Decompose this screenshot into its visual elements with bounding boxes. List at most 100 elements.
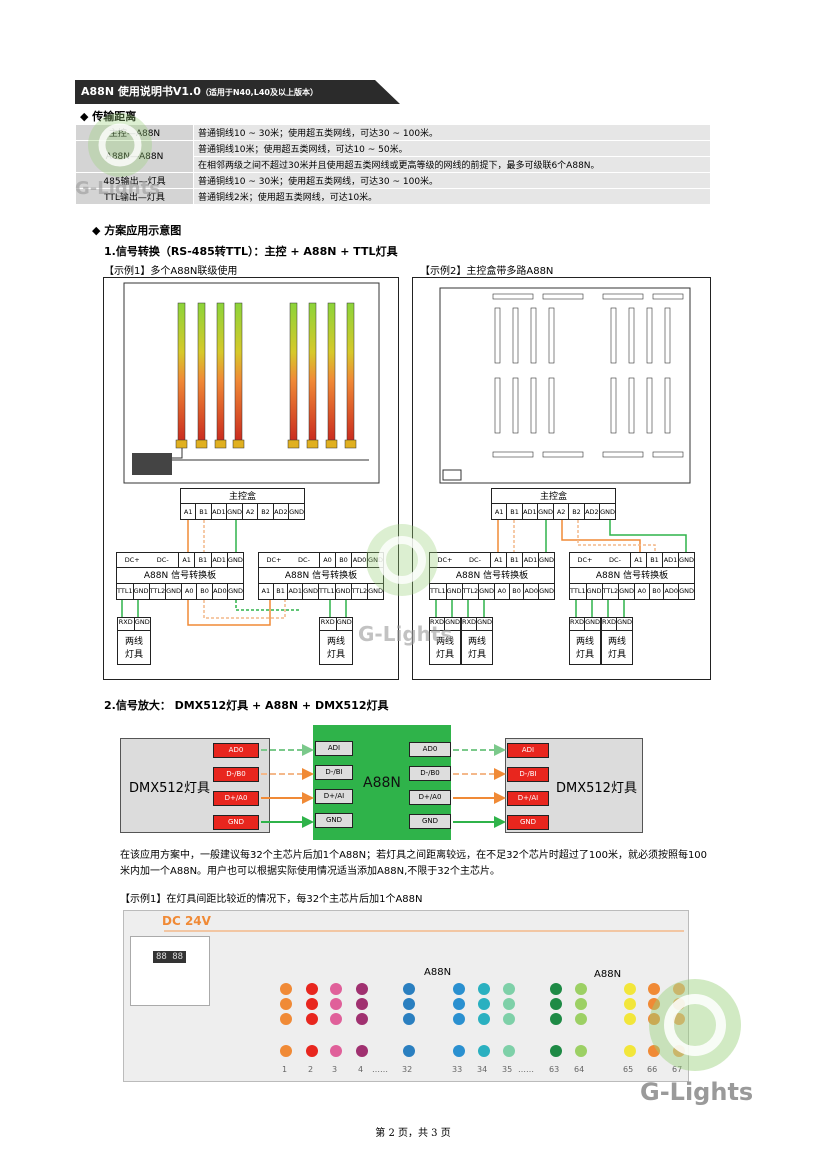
pin-label: GND (538, 504, 554, 520)
watermark-logo (88, 113, 152, 177)
pin-label: A1 (178, 553, 194, 567)
pin-label: GND (336, 618, 352, 626)
pin-label: GND (619, 584, 635, 599)
watermark-text: G-Lights (75, 178, 160, 199)
pin-label: AD1 (523, 504, 539, 520)
dmx-lamp-label: DMX512灯具 (556, 781, 637, 796)
right-pin-column: ADI D-/BI D+/AI GND (507, 743, 549, 830)
lamp-label: 两线 (607, 637, 626, 647)
pin-label: GND (587, 584, 603, 599)
example3-caption: 【示例1】在灯具间距比较近的情况下，每32个主芯片后加1个A88N (120, 894, 423, 905)
watermark-text: G-Lights (358, 622, 453, 646)
led-index: 4 (358, 1065, 364, 1074)
pin-label: B2 (569, 504, 585, 520)
pin-label: B0 (197, 584, 213, 599)
pin-label: GND (409, 814, 451, 829)
led-index: 64 (574, 1065, 585, 1074)
a88n-module-label: A88N (363, 775, 401, 791)
pin-label: A0 (635, 584, 650, 599)
board-label: A88N 信号转换板 (259, 568, 383, 584)
dc-label: DC 24V (162, 914, 211, 928)
pin-label: D-/B0 (213, 767, 259, 782)
pin-label: GND (227, 504, 243, 520)
pin-label: RXD (462, 618, 478, 630)
table-cell-text: 在相邻两级之间不超过30米并且使用超五类网线或更高等级的网线的前提下，最多可级联… (193, 156, 711, 173)
pin-label: GND (477, 618, 492, 626)
led-index: …… (518, 1065, 534, 1074)
led-index: …… (372, 1065, 388, 1074)
led-index-row: 1 2 3 4 …… 32 33 34 35 …… 63 64 65 66 67 (124, 1065, 690, 1079)
lamp-label: 两线 (467, 637, 486, 647)
wiring-overlay (121, 520, 687, 626)
pin-label: D+/AI (507, 791, 549, 806)
pin-label: AD0 (213, 584, 229, 599)
pin-label: GND (539, 587, 555, 595)
pin-label: ADI (507, 743, 549, 758)
a88n-board-4: DC+ DC- A1 B1 AD1 GND A88N 信号转换板 TTL1 GN… (569, 552, 695, 600)
pin-label: DC- (156, 556, 169, 564)
dmx-lamp-label: DMX512灯具 (129, 781, 210, 796)
pin-label: GND (585, 618, 600, 626)
example2-caption: 【示例2】主控盒带多路A88N (420, 266, 554, 277)
pin-label: AD2 (274, 504, 290, 520)
led-index: 65 (623, 1065, 634, 1074)
pin-label: AD1 (522, 553, 538, 567)
pin-label: DC- (469, 556, 481, 564)
table-row: 485输出—灯具 普通铜线10 ~ 30米；使用超五类网线，可达30 ~ 100… (75, 172, 711, 189)
pin-label: GND (336, 584, 352, 599)
page-footer: 第 2 页，共 3 页 (375, 1128, 451, 1139)
a88n-board-2: DC+ DC- A0 B0 AD0 GND A88N 信号转换板 A1 B1 A… (258, 552, 384, 600)
pin-label: B1 (506, 553, 522, 567)
pin-label: TTL1 (430, 584, 447, 599)
pin-label: TTL2 (352, 584, 369, 599)
application-note: 在该应用方案中，一般建议每32个主芯片后加1个A88N；若灯具之间距离较远，在不… (120, 850, 708, 877)
pin-label: TTL2 (463, 584, 480, 599)
example3-diagram: DC 24V 88 88 A88N A88N 1 2 3 4 …… 32 33 … (123, 910, 689, 1082)
distance-table: 主控—A88N 普通铜线10 ~ 30米；使用超五类网线，可达30 ~ 100米… (75, 124, 711, 205)
pin-label: GND (303, 584, 320, 599)
pin-label: ADI (315, 741, 353, 756)
led-index: 35 (502, 1065, 513, 1074)
pin-label: A1 (259, 584, 274, 599)
a88n-tag: A88N (594, 969, 622, 980)
pin-label: GND (134, 584, 150, 599)
pin-label: GND (134, 618, 150, 626)
led-index: 34 (477, 1065, 488, 1074)
dmx-arrows (261, 744, 506, 828)
lamp-label: 灯具 (607, 650, 626, 660)
pin-label: B1 (646, 553, 662, 567)
lamp-label: 灯具 (467, 650, 486, 660)
controller-box-1: 主控盒 A1 B1 AD1 GND A2 B2 AD2 GND (180, 488, 305, 520)
pin-label: RXD (118, 618, 135, 630)
lamp-label: 灯具 (326, 650, 345, 660)
pin-label: GND (617, 618, 632, 626)
pin-label: RXD (570, 618, 586, 630)
led-index: 2 (308, 1065, 314, 1074)
pin-label: GND (228, 587, 243, 595)
pin-label: TTL1 (570, 584, 587, 599)
controller-label: 主控盒 (492, 489, 615, 504)
pin-label: AD0 (664, 584, 680, 599)
controller-box-2: 主控盒 A1 B1 AD1 GND A2 B2 AD2 GND (491, 488, 616, 520)
a88n-board-1: DC+ DC- A1 B1 AD1 GND A88N 信号转换板 TTL1 GN… (116, 552, 244, 600)
pin-label: GND (226, 553, 243, 567)
pin-label: D-/BI (507, 767, 549, 782)
pin-label: A0 (495, 584, 510, 599)
pin-label: B1 (194, 553, 210, 567)
lamp-label: 两线 (326, 637, 345, 647)
pin-label: RXD (320, 618, 337, 630)
pin-label: D-/BI (315, 765, 353, 780)
pin-label: B1 (274, 584, 289, 599)
section-heading-application: ◆ 方案应用示意图 (92, 224, 182, 237)
led-index: 66 (647, 1065, 658, 1074)
table-row: A88N—A88N 普通铜线10米；使用超五类网线，可达10 ~ 50米。 (75, 140, 711, 173)
section-heading-distance: ◆ 传输距离 (80, 110, 137, 123)
document-subtitle: （适用于N40,L40及以上版本） (200, 88, 318, 97)
pin-label: B0 (335, 553, 351, 567)
